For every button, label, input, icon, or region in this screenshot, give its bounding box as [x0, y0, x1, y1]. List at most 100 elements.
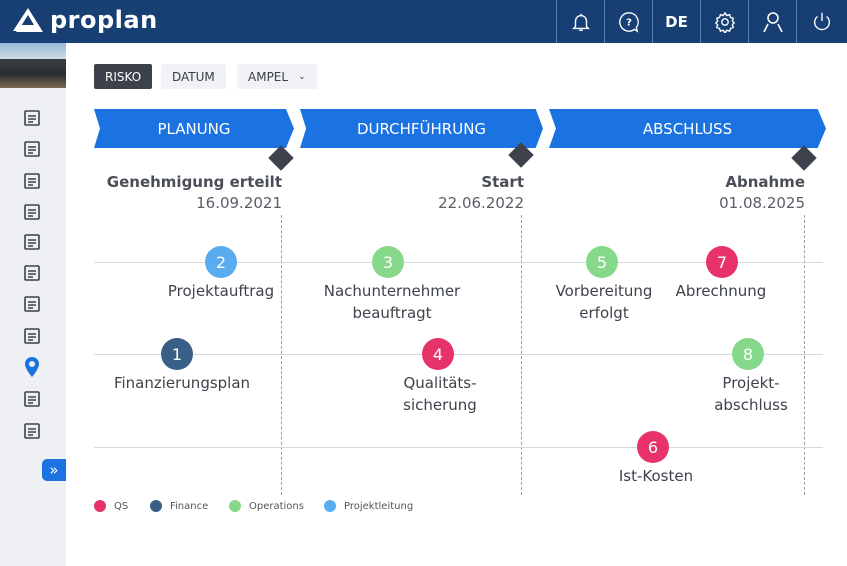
milestone-diamond-icon — [791, 145, 817, 171]
item-label[interactable]: Projektauftrag — [131, 280, 311, 302]
item-label[interactable]: Projekt-abschluss — [661, 372, 841, 416]
item-label[interactable]: Finanzierungsplan — [92, 372, 272, 394]
item-marker[interactable]: 6 — [637, 431, 669, 463]
item-label[interactable]: Qualitäts-sicherung — [350, 372, 530, 416]
gantt-icon[interactable] — [22, 326, 42, 346]
item-label[interactable]: Vorbereitung erfolgt — [514, 280, 694, 324]
lane-divider — [94, 447, 823, 448]
item-label-line: Finanzierungsplan — [113, 374, 251, 392]
settings-button[interactable] — [700, 0, 748, 43]
sidebar: » — [0, 43, 66, 566]
milestone-line — [521, 215, 522, 495]
language-button[interactable]: DE — [652, 0, 700, 43]
milestone[interactable]: Start 22.06.2022 — [304, 173, 524, 212]
share-arrows-icon[interactable] — [22, 389, 42, 409]
item-label-line: abschluss — [714, 396, 788, 414]
milestone-line — [281, 215, 282, 495]
logo-text: proplan — [50, 6, 158, 34]
item-label-line: sicherung — [403, 396, 477, 414]
phase-abschluss[interactable]: ABSCHLUSS — [549, 109, 826, 148]
item-label-line: Nachunternehmer — [323, 282, 461, 300]
phase-planung[interactable]: PLANUNG — [94, 109, 294, 148]
item-label-line: Vorbereitung — [555, 282, 653, 300]
legend-dot — [324, 500, 336, 512]
date-tab[interactable]: DATUM — [161, 64, 226, 89]
item-label-line: Ist-Kosten — [618, 467, 694, 485]
logo-icon — [13, 8, 43, 32]
language-label: DE — [665, 12, 688, 31]
item-marker[interactable]: 8 — [732, 338, 764, 370]
phase-label: DURCHFÜHRUNG — [356, 119, 487, 138]
legend-dot — [94, 500, 106, 512]
milestone-line — [804, 215, 805, 495]
location-pin-icon[interactable] — [22, 357, 42, 377]
milestone[interactable]: Abnahme 01.08.2025 — [585, 173, 805, 212]
user-icon — [762, 11, 783, 32]
bell-icon — [571, 13, 590, 31]
item-marker[interactable]: 2 — [205, 246, 237, 278]
item-label-line: beauftragt — [352, 304, 432, 322]
item-label-line: Abrechnung — [675, 282, 767, 300]
legend-projektleitung: Projektleitung — [324, 500, 413, 512]
legend-dot — [229, 500, 241, 512]
phase-label: PLANUNG — [157, 119, 231, 138]
edit-document-icon[interactable] — [22, 421, 42, 441]
legend-finance: Finance — [150, 500, 208, 512]
ampel-label: AMPEL — [248, 69, 289, 84]
item-label[interactable]: Abrechnung — [631, 280, 811, 302]
notifications-button[interactable] — [556, 0, 604, 43]
item-marker[interactable]: 5 — [586, 246, 618, 278]
legend-label: QS — [114, 500, 129, 512]
list-info-icon[interactable] — [22, 294, 42, 314]
item-marker[interactable]: 4 — [422, 338, 454, 370]
bar-chart-icon[interactable] — [22, 232, 42, 252]
svg-text:?: ? — [626, 17, 632, 28]
item-label-line: Qualitäts- — [403, 374, 477, 392]
item-label-line: Projektauftrag — [167, 282, 275, 300]
milestone-title: Abnahme — [725, 173, 805, 191]
legend-qs: QS — [94, 500, 128, 512]
phase-durchfuehrung[interactable]: DURCHFÜHRUNG — [300, 109, 543, 148]
legend-dot — [150, 500, 162, 512]
expand-sidebar-button[interactable]: » — [42, 459, 66, 481]
item-label-line: Projekt- — [722, 374, 780, 392]
board-icon[interactable] — [22, 139, 42, 159]
milestone-title: Start — [481, 173, 524, 191]
item-label-line: erfolgt — [579, 304, 629, 322]
milestone-date: 01.08.2025 — [719, 194, 805, 212]
risk-label: RISKO — [105, 69, 142, 84]
item-label[interactable]: Ist-Kosten — [566, 465, 746, 487]
ampel-dropdown[interactable]: AMPEL ⌄ — [237, 64, 317, 89]
date-label: DATUM — [172, 69, 215, 84]
calendar-icon[interactable] — [22, 108, 42, 128]
help-icon: ? — [618, 11, 639, 33]
milestone-title: Genehmigung erteilt — [106, 173, 282, 191]
milestone-date: 16.09.2021 — [196, 194, 282, 212]
pie-chart-icon[interactable] — [22, 202, 42, 222]
power-icon — [813, 12, 831, 30]
risk-tab[interactable]: RISKO — [94, 64, 153, 89]
milestone-diamond-icon — [268, 145, 294, 171]
phase-label: ABSCHLUSS — [642, 119, 733, 138]
lane-divider — [94, 262, 823, 263]
legend-label: Projektleitung — [344, 500, 414, 512]
item-label[interactable]: Nachunternehmer beauftragt — [302, 280, 482, 324]
legend-label: Finance — [170, 500, 209, 512]
item-marker[interactable]: 1 — [161, 338, 193, 370]
chevron-double-right-icon: » — [49, 461, 59, 479]
milestone-date: 22.06.2022 — [438, 194, 524, 212]
chevron-down-icon: ⌄ — [298, 71, 306, 82]
clipboard-check-icon[interactable] — [22, 263, 42, 283]
user-check-icon[interactable] — [22, 171, 42, 191]
lane-divider — [94, 354, 823, 355]
profile-button[interactable] — [748, 0, 796, 43]
item-marker[interactable]: 7 — [706, 246, 738, 278]
logo[interactable]: proplan — [12, 6, 158, 34]
help-button[interactable]: ? — [604, 0, 652, 43]
gear-icon — [714, 11, 735, 33]
item-marker[interactable]: 3 — [372, 246, 404, 278]
logout-button[interactable] — [796, 0, 847, 43]
app-header: proplan ? DE — [0, 0, 847, 43]
legend-label: Operations — [249, 500, 304, 512]
milestone[interactable]: Genehmigung erteilt 16.09.2021 — [62, 173, 282, 212]
